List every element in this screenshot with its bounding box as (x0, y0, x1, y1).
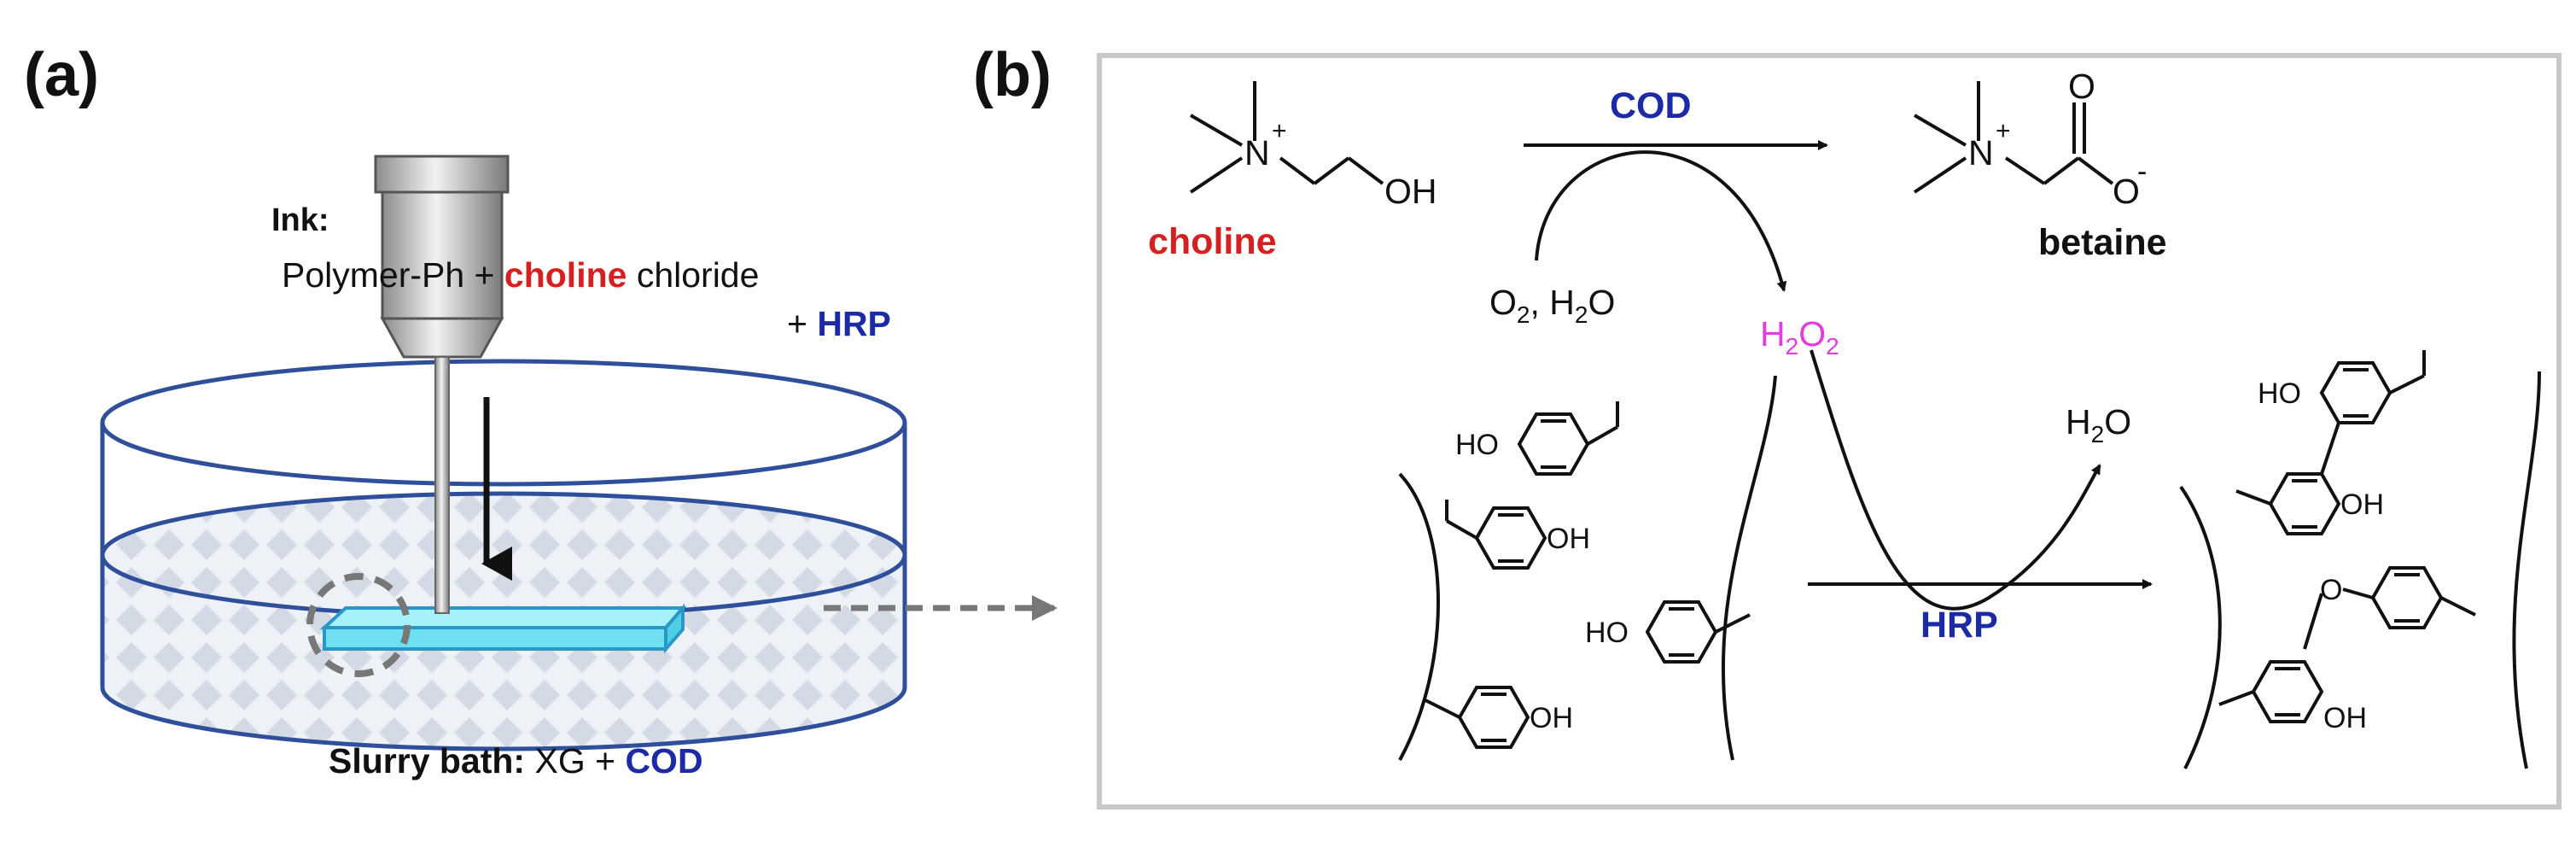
cod-label: COD (1610, 85, 1692, 126)
choline-oh: OH (1384, 172, 1437, 211)
ink-line2: + HRP (787, 304, 891, 343)
product-oh-bottom: OH (2323, 702, 2367, 734)
betaine-carbonyl-o: O (2068, 67, 2095, 106)
phenol-oh-4: OH (1530, 702, 1573, 734)
panel-b-frame (1097, 53, 2561, 810)
choline-n: N (1244, 133, 1270, 172)
h2o-product-label: H2O (2066, 402, 2131, 447)
betaine-n-plus: + (1996, 117, 2011, 145)
choline-structure (1189, 81, 1384, 194)
ink-line1: Polymer-Ph + choline chloride (282, 255, 759, 295)
betaine-n: N (1968, 133, 1994, 172)
product-ether-o: O (2320, 574, 2342, 606)
zoom-circle (306, 573, 411, 677)
product-ho-top: HO (2258, 377, 2301, 410)
panel-b-label: (b) (973, 41, 1052, 109)
printhead (374, 155, 510, 614)
choline-n-plus: + (1272, 117, 1287, 145)
phenol-ho-1: HO (1455, 429, 1499, 461)
betaine-o-minus: O (2113, 172, 2140, 211)
polymer-right (2179, 350, 2541, 769)
o2-h2o-label: O2, H2O (1489, 283, 1615, 328)
printed-slab (319, 603, 687, 654)
slurry-surface (100, 491, 907, 619)
peroxide-curve-arrow (1810, 349, 2101, 611)
dish-bottom (100, 687, 907, 751)
panel-a-label: (a) (24, 41, 99, 109)
panel-b: (b) N + OH choline COD O2, H2O H2O2 (973, 41, 2561, 810)
phenol-oh-2: OH (1547, 523, 1590, 555)
bath-label: Slurry bath: XG + COD (329, 741, 703, 781)
polymer-left (1398, 375, 1777, 761)
panel-a: (a) (24, 41, 1058, 781)
dish-rim-top (100, 359, 907, 487)
h2o2-label: H2O2 (1760, 314, 1839, 360)
betaine-structure (1913, 81, 2114, 194)
slurry-fill (102, 555, 905, 749)
betaine-minus: - (2137, 155, 2147, 188)
product-oh-middle: OH (2340, 488, 2384, 521)
phenol-ho-3: HO (1585, 617, 1629, 649)
ink-title: Ink: (271, 202, 329, 238)
hrp-label: HRP (1920, 605, 1998, 646)
choline-label: choline (1148, 221, 1277, 262)
betaine-label: betaine (2038, 222, 2167, 263)
oxygen-curve-arrow (1535, 150, 1787, 292)
